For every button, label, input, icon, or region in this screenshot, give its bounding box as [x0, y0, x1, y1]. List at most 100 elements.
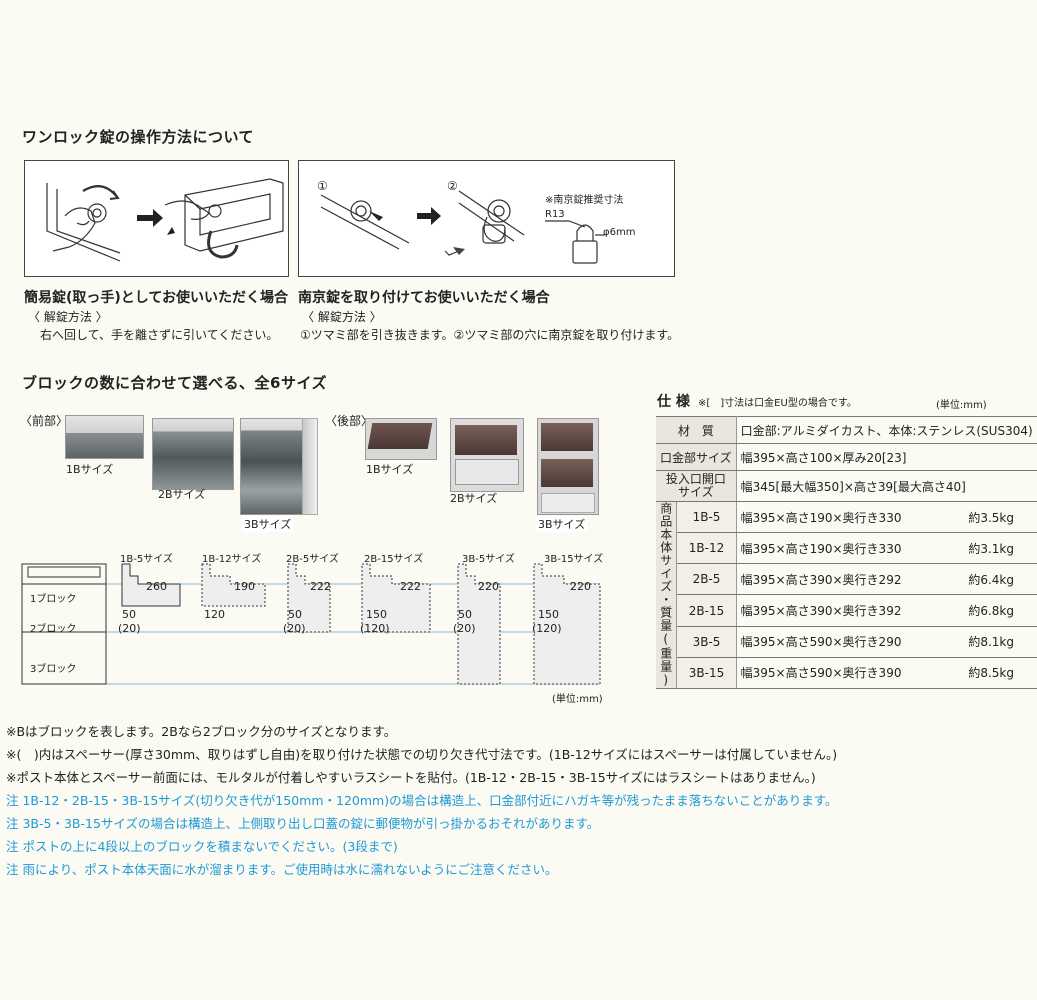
diagram-item-1b12-depth: 190 — [234, 580, 255, 593]
diagram-item-1b5-name: 1B-5サイズ — [120, 554, 173, 565]
diagram-item-3b5-cut: 50 — [458, 608, 472, 621]
spec-model-size: 幅395×高さ390×奥行き292 — [736, 563, 965, 596]
spec-model: 2B-15 — [676, 594, 737, 627]
front-1b-photo — [65, 415, 144, 459]
spec-model-weight: 約8.5kg — [964, 656, 1037, 690]
note-line: 注 雨により、ポスト本体天面に水が溜まります。ご使用時は水に濡れないようにご注意… — [6, 862, 558, 877]
spec-note: ※[ ]寸法は口金EU型の場合です。 — [698, 398, 857, 409]
diagram-item-2b5-spacer: (20) — [283, 622, 306, 635]
diagram-unit: (単位:mm) — [552, 694, 603, 705]
spec-unit: (単位:mm) — [936, 400, 987, 411]
padlock-phi-label: φ6mm — [603, 227, 636, 238]
spec-model-size: 幅395×高さ190×奥行き330 — [736, 500, 965, 534]
step-1-marker: ① — [317, 179, 328, 193]
spec-model-row: 商品本体サイズ・質量(重量) 1B-5 幅395×高さ190×奥行き330 約3… — [656, 500, 1037, 689]
spec-model-row: 1B-12 幅395×高さ190×奥行き330 約3.1kg — [656, 532, 1037, 565]
diagram-item-3b5-name: 3B-5サイズ — [462, 554, 515, 565]
diagram-item-1b5-cut: 50 — [122, 608, 136, 621]
padlock-desc: ①ツマミ部を引き抜きます。②ツマミ部の穴に南京錠を取り付けます。 — [300, 328, 680, 342]
spec-model-size: 幅395×高さ590×奥行き290 — [736, 625, 965, 658]
spec-label: 口金部サイズ — [656, 443, 737, 471]
spec-label: 材 質 — [656, 416, 737, 444]
spec-model-row: 2B-15 幅395×高さ390×奥行き392 約6.8kg — [656, 594, 1037, 627]
spec-model-row: 3B-5 幅395×高さ590×奥行き290 約8.1kg — [656, 625, 1037, 658]
front-3b-label: 3Bサイズ — [242, 516, 294, 532]
padlock-illustration: ① ② ※南京錠推奨寸法 R13 φ6mm — [298, 160, 675, 277]
spec-model-weight: 約6.4kg — [964, 563, 1037, 596]
spec-value: 幅395×高さ100×厚み20[23] — [736, 443, 1037, 471]
back-2b-label: 2Bサイズ — [450, 492, 498, 505]
diagram-item-2b5-depth: 222 — [310, 580, 331, 593]
step-2-marker: ② — [447, 179, 458, 193]
front-2b-photo — [152, 418, 234, 490]
padlock-subheading: 〈 解錠方法 〉 — [302, 310, 382, 324]
spec-model-weight: 約3.1kg — [964, 532, 1037, 565]
diagram-item-2b15-spacer: (120) — [360, 622, 390, 635]
diagram-item-1b5-depth: 260 — [146, 580, 167, 593]
block-diagram-lines — [21, 563, 601, 685]
back-3b-photo — [537, 418, 599, 515]
spec-model: 2B-5 — [676, 563, 737, 596]
diagram-item-3b15-depth: 220 — [570, 580, 591, 593]
spec-model: 3B-5 — [676, 625, 737, 658]
simple-lock-subheading: 〈 解錠方法 〉 — [28, 310, 108, 324]
spec-model-size: 幅395×高さ190×奥行き330 — [736, 532, 965, 565]
diagram-item-2b15-depth: 222 — [400, 580, 421, 593]
simple-lock-drawing — [46, 178, 284, 262]
spec-title: 仕 様 — [657, 394, 690, 410]
padlock-drawing — [320, 190, 605, 264]
diagram-item-3b15-cut: 150 — [538, 608, 559, 621]
lock-section-title: ワンロック錠の操作方法について — [22, 128, 255, 146]
note-line: ※( )内はスペーサー(厚さ30mm、取りはずし自由)を取り付けた状態での切り欠… — [6, 747, 838, 762]
back-2b-photo — [450, 418, 524, 492]
padlock-recommended-note: ※南京錠推奨寸法 — [545, 195, 624, 206]
front-3b-photo — [240, 418, 304, 515]
spec-model-row: 3B-15 幅395×高さ590×奥行き390 約8.5kg — [656, 656, 1037, 690]
diagram-item-1b5-spacer: (20) — [118, 622, 141, 635]
diagram-row-1: 1ブロック — [30, 594, 77, 605]
diagram-item-2b5-cut: 50 — [288, 608, 302, 621]
simple-lock-heading: 簡易錠(取っ手)としてお使いいただく場合 — [24, 290, 288, 306]
padlock-r-label: R13 — [545, 209, 565, 220]
spec-value: 口金部:アルミダイカスト、本体:ステンレス(SUS304) — [736, 416, 1037, 444]
spec-row-opening: 投入口開口サイズ 幅345[最大幅350]×高さ39[最大高さ40] — [656, 470, 1037, 502]
diagram-row-3: 3ブロック — [30, 664, 77, 675]
spec-model-row: 2B-5 幅395×高さ390×奥行き292 約6.4kg — [656, 563, 1037, 596]
spec-label: 投入口開口サイズ — [656, 470, 737, 502]
spec-model-weight: 約8.1kg — [964, 625, 1037, 658]
note-line: ※Bはブロックを表します。2Bなら2ブロック分のサイズとなります。 — [6, 724, 397, 739]
spec-row-material: 材 質 口金部:アルミダイカスト、本体:ステンレス(SUS304) — [656, 416, 1037, 444]
note-line: 注 ポストの上に4段以上のブロックを積まないでください。(3段まで) — [6, 839, 398, 854]
diagram-item-1b12-cut: 120 — [204, 608, 225, 621]
diagram-row-2: 2ブロック — [30, 624, 77, 635]
spec-table: 材 質 口金部:アルミダイカスト、本体:ステンレス(SUS304) 口金部サイズ… — [656, 416, 1037, 690]
back-1b-photo — [365, 418, 437, 460]
padlock-heading: 南京錠を取り付けてお使いいただく場合 — [298, 290, 550, 306]
simple-lock-desc: 右へ回して、手を離さずに引いてください。 — [40, 328, 279, 342]
diagram-item-3b5-spacer: (20) — [453, 622, 476, 635]
spec-row-kuchigane: 口金部サイズ 幅395×高さ100×厚み20[23] — [656, 443, 1037, 471]
spec-group-label-cell: 商品本体サイズ・質量(重量) — [656, 501, 678, 689]
simple-lock-illustration — [24, 160, 289, 277]
spec-value: 幅345[最大幅350]×高さ39[最大高さ40] — [736, 470, 1037, 502]
back-3b-label: 3Bサイズ — [536, 516, 588, 532]
diagram-item-3b15-spacer: (120) — [532, 622, 562, 635]
spec-model-weight: 約6.8kg — [964, 594, 1037, 627]
spec-model-size: 幅395×高さ590×奥行き390 — [736, 656, 965, 690]
diagram-item-2b15-cut: 150 — [366, 608, 387, 621]
front-1b-label: 1Bサイズ — [66, 463, 114, 476]
spec-model: 1B-12 — [676, 532, 737, 565]
back-label: 〈後部〉 — [325, 414, 374, 428]
diagram-item-3b15-name: 3B-15サイズ — [544, 554, 604, 565]
back-1b-label: 1Bサイズ — [366, 463, 414, 476]
front-3b-side — [302, 418, 318, 515]
diagram-item-2b5-name: 2B-5サイズ — [286, 554, 339, 565]
spec-group-label: 商品本体サイズ・質量(重量) — [658, 502, 673, 688]
note-line: ※ポスト本体とスペーサー前面には、モルタルが付着しやすいラスシートを貼付。(1B… — [6, 770, 816, 785]
diagram-item-2b15-name: 2B-15サイズ — [364, 554, 424, 565]
note-line: 注 3B-5・3B-15サイズの場合は構造上、上側取り出し口蓋の錠に郵便物が引っ… — [6, 816, 600, 831]
diagram-item-3b5-depth: 220 — [478, 580, 499, 593]
front-2b-label: 2Bサイズ — [158, 488, 206, 501]
sizes-section-title: ブロックの数に合わせて選べる、全6サイズ — [22, 374, 327, 392]
front-label: 〈前部〉 — [20, 414, 69, 428]
